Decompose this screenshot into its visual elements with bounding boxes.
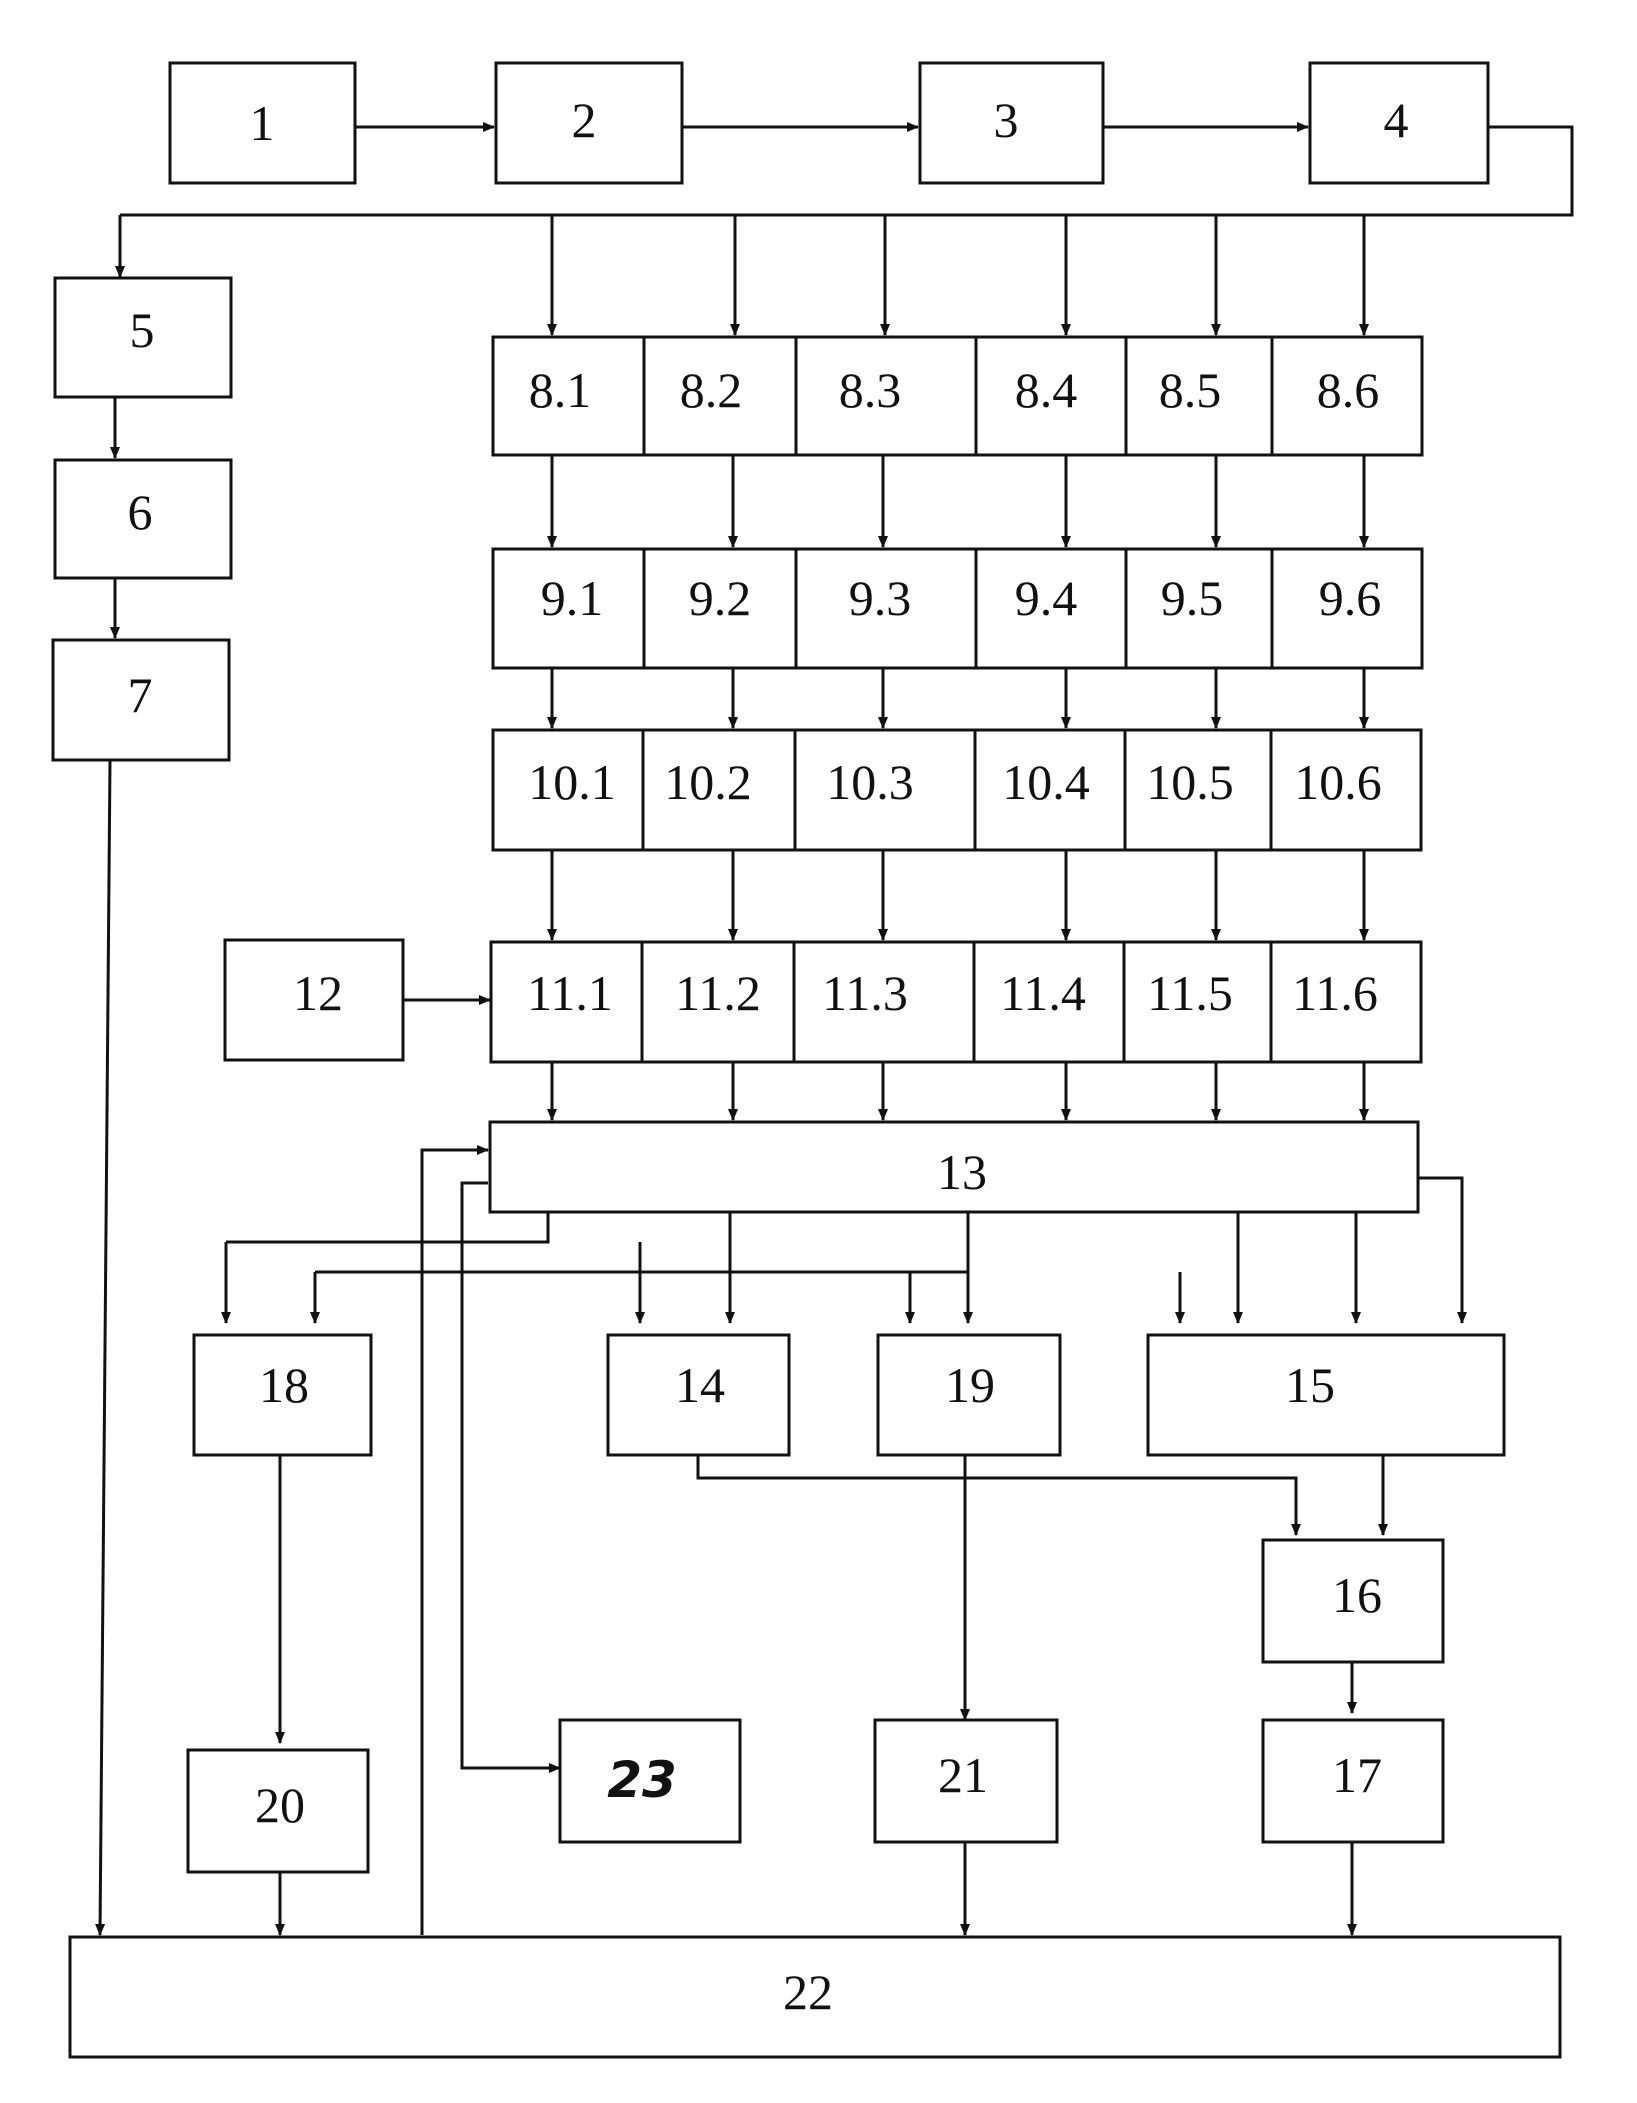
- block-label: 3: [994, 92, 1019, 148]
- block-10-6: 10.6: [1271, 730, 1421, 850]
- block-8-2: 8.2: [644, 337, 796, 455]
- block-18: 18: [194, 1335, 371, 1455]
- block-8-4: 8.4: [976, 337, 1126, 455]
- block-label: 9.1: [541, 570, 604, 626]
- block-11-5: 11.5: [1124, 942, 1271, 1062]
- block-9-2: 9.2: [644, 549, 796, 668]
- block-label: 21: [938, 1747, 988, 1803]
- block-label: 9.3: [849, 570, 912, 626]
- block-label: 23: [607, 1751, 677, 1809]
- block-11-4: 11.4: [974, 942, 1124, 1062]
- block-label: 10.2: [664, 754, 752, 810]
- block-label: 9.2: [689, 570, 752, 626]
- block-label: 15: [1285, 1357, 1335, 1413]
- connector-7-22: [100, 760, 110, 1935]
- block-8-5: 8.5: [1126, 337, 1272, 455]
- block-8-1: 8.1: [493, 337, 644, 455]
- block-label: 13: [937, 1144, 987, 1200]
- block-5: 5: [55, 278, 231, 397]
- block-23: 23: [560, 1720, 740, 1842]
- block-3: 3: [920, 63, 1103, 183]
- block-10-3: 10.3: [795, 730, 975, 850]
- block-4: 4: [1310, 63, 1488, 183]
- block-10-5: 10.5: [1125, 730, 1271, 850]
- block-label: 11.4: [1000, 965, 1086, 1021]
- block-11-3: 11.3: [794, 942, 974, 1062]
- block-label: 11.6: [1292, 965, 1378, 1021]
- block-label: 10.5: [1146, 754, 1234, 810]
- block-13: 13: [490, 1122, 1418, 1212]
- block-label: 16: [1332, 1567, 1382, 1623]
- block-10-2: 10.2: [643, 730, 795, 850]
- block-label: 22: [783, 1964, 833, 2020]
- connector-22-13: [422, 1150, 488, 1935]
- block-15: 15: [1148, 1335, 1504, 1455]
- block-19: 19: [878, 1335, 1060, 1455]
- block-label: 1: [250, 95, 275, 151]
- connector-13-15-d: [1418, 1178, 1462, 1323]
- block-label: 11.2: [675, 965, 761, 1021]
- block-9-5: 9.5: [1126, 549, 1272, 668]
- block-10-4: 10.4: [975, 730, 1125, 850]
- block-12: 12: [225, 940, 403, 1060]
- block-9-4: 9.4: [976, 549, 1126, 668]
- block-22: 22: [70, 1937, 1560, 2057]
- block-10-1: 10.1: [493, 730, 643, 850]
- block-1: 1: [170, 63, 355, 183]
- block-label: 6: [128, 484, 153, 540]
- block-label: 10.1: [528, 754, 616, 810]
- block-label: 20: [255, 1777, 305, 1833]
- connector-14-16: [698, 1445, 1296, 1535]
- block-label: 11.1: [527, 965, 613, 1021]
- block-9-6: 9.6: [1272, 549, 1422, 668]
- block-8-6: 8.6: [1272, 337, 1422, 455]
- connector-13-18-14: [226, 1212, 548, 1242]
- block-label: 8.1: [529, 362, 592, 418]
- block-label: 7: [128, 667, 153, 723]
- block-label: 10.4: [1002, 754, 1090, 810]
- block-label: 9.5: [1161, 570, 1224, 626]
- block-label: 10.3: [826, 754, 914, 810]
- block-label: 14: [675, 1357, 725, 1413]
- block-11-1: 11.1: [491, 942, 642, 1062]
- block-6: 6: [55, 460, 231, 578]
- block-label: 8.6: [1317, 362, 1380, 418]
- block-20: 20: [188, 1750, 368, 1872]
- block-label: 11.5: [1147, 965, 1233, 1021]
- block-label: 10.6: [1294, 754, 1382, 810]
- block-11-6: 11.6: [1271, 942, 1421, 1062]
- block-14: 14: [608, 1335, 789, 1455]
- block-label: 8.4: [1015, 362, 1078, 418]
- block-label: 19: [945, 1357, 995, 1413]
- block-label: 5: [130, 302, 155, 358]
- block-11-2: 11.2: [642, 942, 794, 1062]
- block-label: 2: [572, 92, 597, 148]
- block-16: 16: [1263, 1540, 1443, 1662]
- block-label: 11.3: [822, 965, 908, 1021]
- block-9-1: 9.1: [493, 549, 644, 668]
- block-label: 8.2: [680, 362, 743, 418]
- block-9-3: 9.3: [796, 549, 976, 668]
- block-label: 9.4: [1015, 570, 1078, 626]
- block-label: 12: [293, 965, 343, 1021]
- block-2: 2: [496, 63, 682, 183]
- block-8-3: 8.3: [796, 337, 976, 455]
- block-7: 7: [53, 640, 229, 760]
- block-label: 8.3: [839, 362, 902, 418]
- block-label: 9.6: [1319, 570, 1382, 626]
- block-label: 18: [259, 1357, 309, 1413]
- block-label: 17: [1332, 1747, 1382, 1803]
- block-label: 8.5: [1159, 362, 1222, 418]
- block-21: 21: [875, 1720, 1057, 1842]
- block-label: 4: [1384, 92, 1409, 148]
- block-17: 17: [1263, 1720, 1443, 1842]
